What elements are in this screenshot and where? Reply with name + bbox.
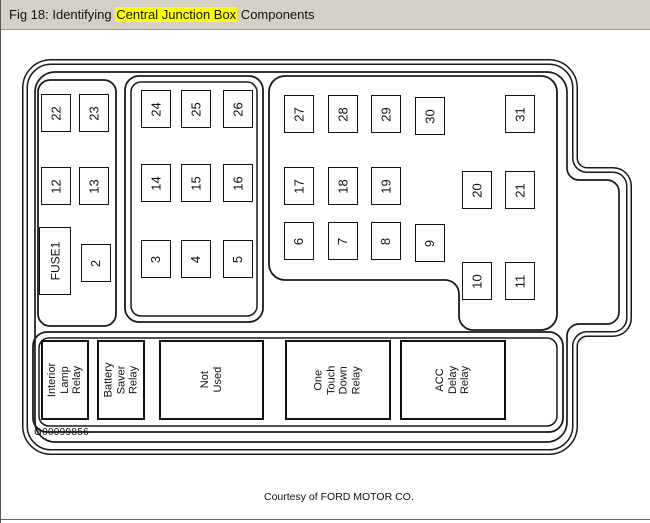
fuse-17: 17 bbox=[284, 167, 314, 205]
fuse-label: 17 bbox=[291, 178, 307, 194]
fuse-label: 10 bbox=[469, 273, 485, 289]
fuse-16: 16 bbox=[223, 164, 253, 202]
courtesy-label: Courtesy of FORD MOTOR CO. bbox=[264, 491, 414, 503]
fuse-23: 23 bbox=[79, 94, 109, 132]
fuse-label: 3 bbox=[148, 255, 164, 263]
middle-compartment-inner bbox=[130, 81, 258, 317]
fuse-27: 27 bbox=[284, 95, 314, 133]
fuse-25: 25 bbox=[181, 90, 211, 128]
fuse-label: 21 bbox=[512, 182, 528, 198]
fuse-31: 31 bbox=[505, 95, 535, 133]
relay-interior-lamp: Interior Lamp Relay bbox=[41, 340, 89, 420]
relay-label: Interior Lamp Relay bbox=[46, 362, 84, 398]
fuse-label: 11 bbox=[512, 274, 528, 288]
fuse-30: 30 bbox=[415, 97, 445, 135]
fuse-7: 7 bbox=[328, 222, 358, 260]
search-highlight: Central Junction Box bbox=[115, 7, 238, 22]
fuse-label: 14 bbox=[148, 175, 164, 191]
fuse-18: 18 bbox=[328, 167, 358, 205]
fuse-label: 6 bbox=[291, 237, 307, 245]
fuse-fuse1: FUSE1 bbox=[39, 227, 71, 295]
fuse-22: 22 bbox=[41, 94, 71, 132]
fuse-label: 15 bbox=[188, 175, 204, 191]
fuse-label: 22 bbox=[48, 105, 64, 121]
fuse-3: 3 bbox=[141, 240, 171, 278]
left-compartment bbox=[37, 79, 117, 327]
relay-label: Not Used bbox=[198, 367, 224, 393]
fuse-label: 19 bbox=[378, 178, 394, 194]
fuse-4: 4 bbox=[181, 240, 211, 278]
fuse-label: 24 bbox=[148, 101, 164, 117]
part-number-label: G00099856 bbox=[34, 427, 89, 438]
relay-not-used: Not Used bbox=[159, 340, 264, 420]
fuse-label: FUSE1 bbox=[48, 241, 62, 281]
fuse-8: 8 bbox=[371, 222, 401, 260]
page-bottom-divider bbox=[1, 519, 650, 520]
fuse-5: 5 bbox=[223, 240, 253, 278]
fuse-label: 16 bbox=[230, 175, 246, 191]
fuse-14: 14 bbox=[141, 164, 171, 202]
fuse-label: 25 bbox=[188, 101, 204, 117]
fuse-6: 6 bbox=[284, 222, 314, 260]
right-compartment bbox=[268, 75, 558, 331]
fuse-label: 27 bbox=[291, 106, 307, 122]
fuse-9: 9 bbox=[415, 224, 445, 262]
fuse-11: 11 bbox=[505, 262, 535, 300]
fuse-label: 8 bbox=[378, 237, 394, 245]
fuse-label: 26 bbox=[230, 101, 246, 117]
fuse-24: 24 bbox=[141, 90, 171, 128]
fuse-label: 12 bbox=[48, 178, 64, 194]
fuse-label: 23 bbox=[86, 105, 102, 121]
fuse-label: 2 bbox=[88, 259, 104, 267]
fuse-label: 5 bbox=[230, 255, 246, 263]
relay-one-touch-down: One Touch Down Relay bbox=[285, 340, 391, 420]
relay-acc-delay: ACC Delay Relay bbox=[400, 340, 506, 420]
fuse-21: 21 bbox=[505, 171, 535, 209]
fuse-label: 7 bbox=[335, 237, 351, 245]
fuse-label: 13 bbox=[86, 178, 102, 194]
relay-label: Battery Saver Relay bbox=[102, 362, 140, 398]
fuse-label: 20 bbox=[469, 182, 485, 198]
relay-battery-saver: Battery Saver Relay bbox=[97, 340, 145, 420]
fuse-29: 29 bbox=[371, 95, 401, 133]
fuse-2: 2 bbox=[81, 244, 111, 282]
fuse-19: 19 bbox=[371, 167, 401, 205]
relay-compartment-outer bbox=[32, 331, 564, 433]
relay-label: ACC Delay Relay bbox=[434, 365, 472, 395]
fuse-label: 9 bbox=[422, 239, 438, 247]
fuse-label: 30 bbox=[422, 108, 438, 124]
figure-title-prefix: Fig 18: Identifying bbox=[9, 7, 116, 22]
fuse-label: 4 bbox=[188, 255, 204, 263]
fuse-label: 31 bbox=[512, 106, 528, 122]
relay-compartment-inner bbox=[38, 337, 558, 427]
middle-compartment-outer bbox=[124, 75, 264, 323]
fuse-label: 18 bbox=[335, 178, 351, 194]
figure-title-bar: Fig 18: Identifying Central Junction Box… bbox=[1, 0, 650, 30]
fuse-26: 26 bbox=[223, 90, 253, 128]
fuse-13: 13 bbox=[79, 167, 109, 205]
fuse-28: 28 bbox=[328, 95, 358, 133]
fuse-15: 15 bbox=[181, 164, 211, 202]
fuse-10: 10 bbox=[462, 262, 492, 300]
fuse-label: 28 bbox=[335, 106, 351, 122]
outer-boundary-gap bbox=[23, 60, 631, 454]
figure-title-suffix: Components bbox=[237, 7, 315, 22]
fuse-20: 20 bbox=[462, 171, 492, 209]
fuse-label: 29 bbox=[378, 106, 394, 122]
fuse-12: 12 bbox=[41, 167, 71, 205]
relay-label: One Touch Down Relay bbox=[312, 365, 363, 395]
